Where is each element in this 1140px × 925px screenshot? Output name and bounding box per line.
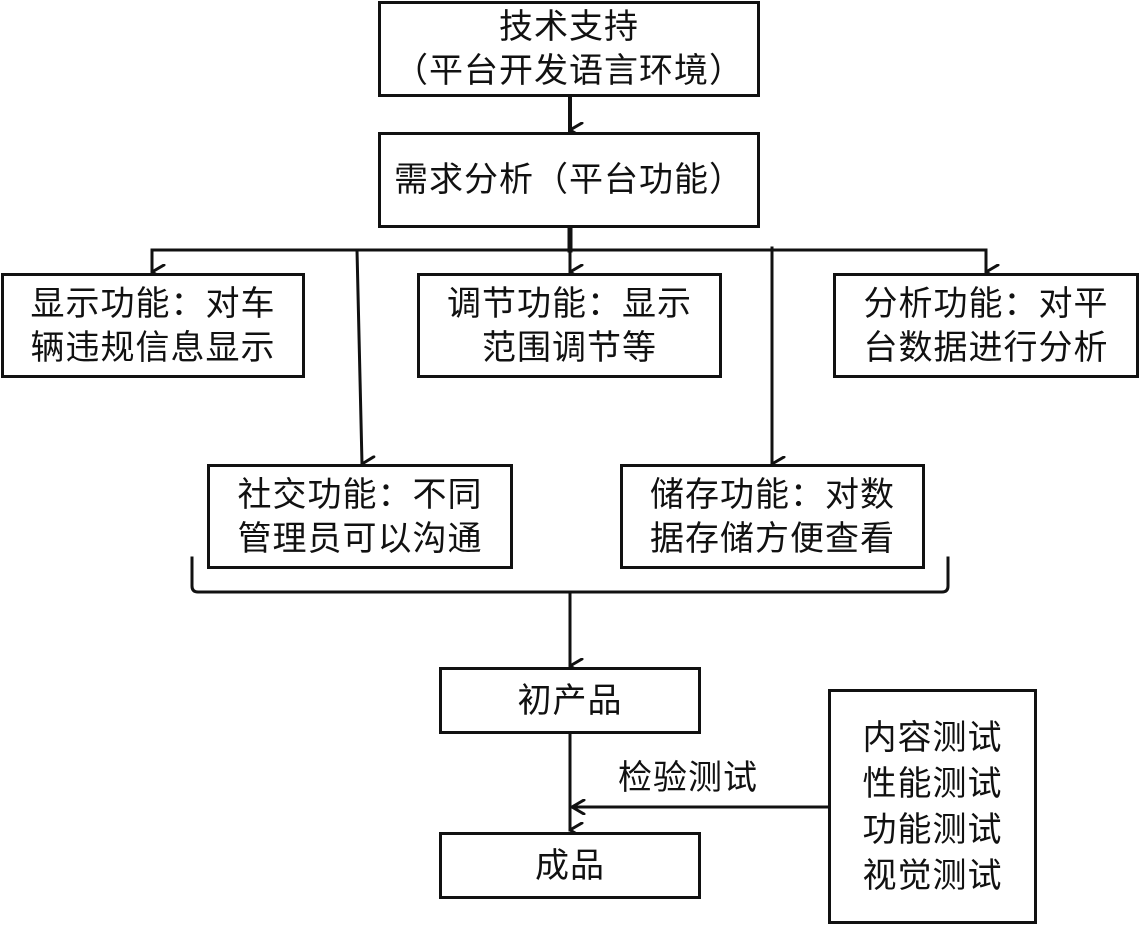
node-final-product: 成品 — [439, 832, 701, 899]
edge-to-social — [355, 248, 362, 464]
node-final-product-line-1: 成品 — [535, 845, 605, 886]
node-adjust-line-1: 调节功能：显示 — [447, 283, 692, 324]
node-tests-line-2: 性能测试 — [862, 763, 1003, 804]
node-display-line-1: 显示功能：对车 — [30, 283, 276, 324]
node-social: 社交功能：不同 管理员可以沟通 — [207, 464, 513, 569]
node-tests-line-4: 视觉测试 — [862, 855, 1003, 896]
node-tests: 内容测试 性能测试 功能测试 视觉测试 — [828, 689, 1037, 924]
node-storage-line-2: 据存储方便查看 — [650, 518, 895, 559]
node-tech-support-line-1: 技术支持 — [499, 7, 639, 47]
node-tech-support: 技术支持 （平台开发语言环境） — [378, 1, 760, 97]
node-tests-line-1: 内容测试 — [862, 717, 1003, 758]
node-social-line-2: 管理员可以沟通 — [237, 518, 483, 559]
node-initial-product-line-1: 初产品 — [517, 680, 623, 721]
node-analysis-line-2: 台数据进行分析 — [863, 327, 1109, 368]
node-display: 显示功能：对车 辆违规信息显示 — [1, 273, 305, 378]
node-adjust: 调节功能：显示 范围调节等 — [417, 273, 722, 378]
node-analysis-line-1: 分析功能：对平 — [863, 283, 1109, 324]
node-tech-support-line-2: （平台开发语言环境） — [394, 51, 744, 91]
node-requirements-line-1: 需求分析（平台功能） — [394, 160, 744, 200]
node-adjust-line-2: 范围调节等 — [482, 327, 657, 368]
node-display-line-2: 辆违规信息显示 — [30, 327, 276, 368]
node-initial-product: 初产品 — [439, 667, 701, 734]
node-storage: 储存功能：对数 据存储方便查看 — [620, 464, 925, 569]
node-social-line-1: 社交功能：不同 — [237, 474, 483, 515]
node-storage-line-1: 储存功能：对数 — [650, 474, 895, 515]
node-requirements: 需求分析（平台功能） — [378, 132, 760, 228]
node-tests-line-3: 功能测试 — [862, 809, 1003, 850]
node-analysis: 分析功能：对平 台数据进行分析 — [833, 273, 1139, 378]
edge-label-inspection-test: 检验测试 — [618, 758, 758, 798]
